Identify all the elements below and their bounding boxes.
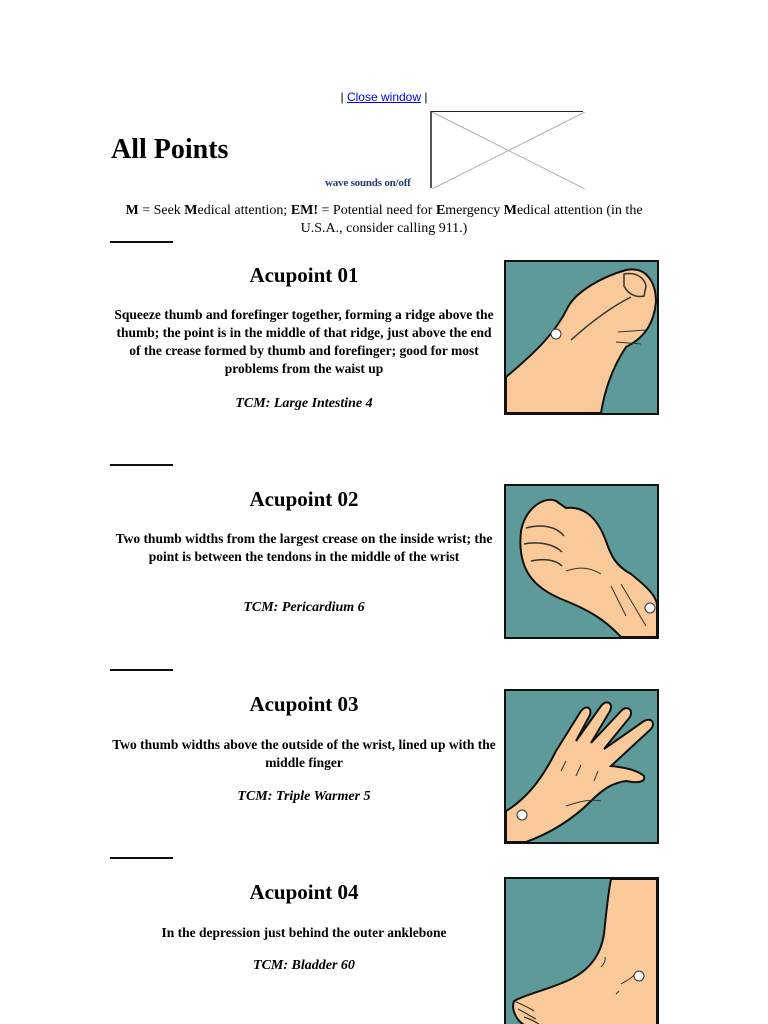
point-description: Two thumb widths above the outside of th… (112, 737, 496, 770)
point-title: Acupoint 02 (249, 487, 359, 511)
section-divider (110, 241, 173, 243)
legend-text-part: mergency (445, 203, 504, 218)
page-title: All Points (111, 134, 229, 165)
point-title: Acupoint 03 (249, 692, 359, 716)
wave-sounds-toggle[interactable]: wave sounds on/off (325, 177, 411, 189)
legend-text-part: = Potential need for (318, 203, 436, 218)
point-tcm: TCM: Pericardium 6 (243, 600, 365, 615)
legend-text-part: edical attention (in the U.S.A., conside… (300, 203, 643, 236)
point-illustration-hand-back (504, 689, 659, 844)
point-title: Acupoint 01 (249, 263, 359, 287)
point-title: Acupoint 04 (249, 880, 359, 904)
hand-thumb-illustration-icon (506, 268, 657, 413)
point-tcm: TCM: Triple Warmer 5 (237, 789, 371, 804)
section-divider (110, 669, 173, 671)
point-description: Squeeze thumb and forefinger together, f… (114, 307, 494, 376)
broken-image-icon (432, 112, 585, 189)
section-divider (110, 464, 173, 466)
legend-em-key: EM! (290, 203, 319, 218)
legend-text-part: M (184, 203, 198, 218)
nav-separator: | (424, 90, 428, 104)
point-illustration-hand (504, 260, 659, 415)
point-tcm: TCM: Large Intestine 4 (235, 396, 373, 411)
legend-text-part: edical attention; (197, 203, 291, 218)
top-nav: | Close window | (0, 90, 768, 104)
legend-text-part: E (435, 203, 446, 218)
point-illustration-wrist (504, 484, 659, 639)
section-divider (110, 857, 173, 859)
nav-separator: | (340, 90, 344, 104)
close-window-link[interactable]: Close window (346, 90, 422, 104)
legend-text-part: M (503, 203, 517, 218)
legend-text-part: = Seek (138, 203, 185, 218)
point-description: In the depression just behind the outer … (161, 925, 447, 940)
back-of-hand-illustration-icon (506, 701, 654, 842)
inner-wrist-illustration-icon (519, 498, 657, 637)
outer-ankle-illustration-icon (512, 879, 657, 1024)
broken-image-placeholder[interactable] (430, 111, 585, 189)
point-description: Two thumb widths from the largest crease… (115, 531, 493, 564)
legend-text: M = Seek Medical attention; EM! = Potent… (108, 202, 660, 238)
point-illustration-ankle (504, 877, 659, 1024)
point-tcm: TCM: Bladder 60 (253, 958, 355, 973)
legend-m-key: M (125, 203, 139, 218)
